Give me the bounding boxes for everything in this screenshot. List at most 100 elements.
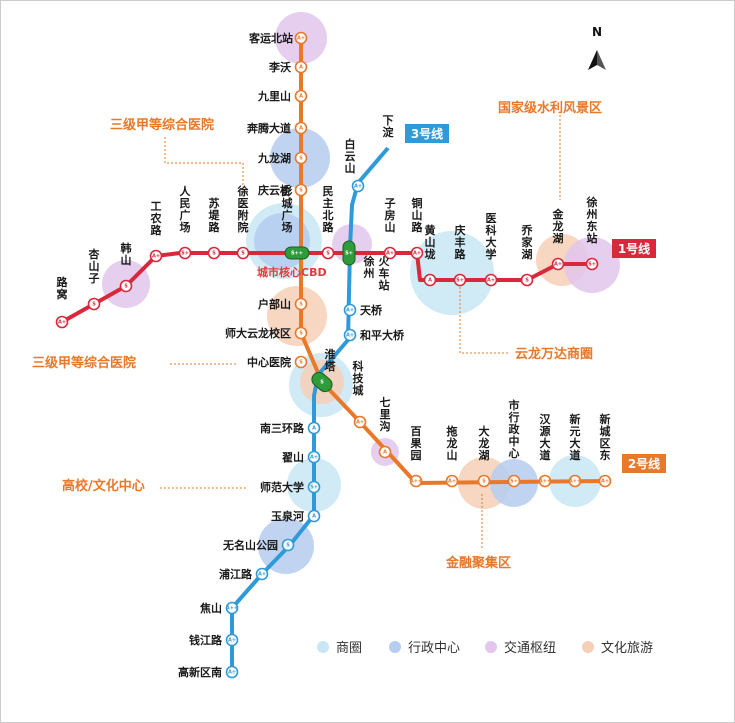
station-marker[interactable] [255,567,269,581]
interchange-marker[interactable] [309,370,335,395]
station-marker[interactable] [294,183,308,197]
station-kjc[interactable]: A+ [353,415,367,429]
station-sd[interactable]: S [294,326,308,340]
station-hbs[interactable]: S [294,297,308,311]
station-xsz[interactable]: S [87,297,101,311]
station-marker[interactable] [281,538,295,552]
station-marker[interactable] [294,326,308,340]
station-mzbl[interactable]: S [321,246,335,260]
station-marker[interactable] [294,297,308,311]
station-marker[interactable] [445,474,459,488]
station-wmsgy[interactable]: S [281,538,295,552]
station-marker[interactable] [409,474,423,488]
station-gxqn[interactable]: A+ [225,665,239,679]
station-qlg[interactable]: A [378,445,392,459]
station-jlh2[interactable]: A+ [551,257,565,271]
station-dlh[interactable]: S [477,474,491,488]
station-marker[interactable] [378,445,392,459]
station-marker[interactable] [307,509,321,523]
station-marker[interactable] [178,246,192,260]
station-marker[interactable] [423,273,437,287]
station-xzdz[interactable]: S+ [585,257,599,271]
station-marker[interactable] [551,257,565,271]
station-zs[interactable]: A+ [307,450,321,464]
station-qjl[interactable]: A+ [225,633,239,647]
station-yqh[interactable]: A [307,509,321,523]
station-jiaos[interactable]: A++ [225,601,239,615]
station-marker[interactable] [207,246,221,260]
interchange-marker[interactable] [284,246,310,260]
station-tsl[interactable]: A+ [410,246,424,260]
station-sdl[interactable]: S [207,246,221,260]
station-hsl[interactable]: A [423,273,437,287]
station-bys[interactable]: A+ [351,179,365,193]
station-marker[interactable] [383,246,397,260]
legend-swatch-shopping [317,641,329,653]
interchange-ps[interactable]: S++ [284,246,310,260]
station-marker[interactable] [520,273,534,287]
station-marker[interactable] [55,315,69,329]
station-marker[interactable] [294,151,308,165]
station-marker[interactable] [225,633,239,647]
station-marker[interactable] [225,665,239,679]
station-marker[interactable] [294,31,308,45]
station-marker[interactable] [307,450,321,464]
station-sxzzx[interactable]: S+ [507,474,521,488]
station-tq[interactable]: A+ [343,303,357,317]
station-lw1[interactable]: A+ [55,315,69,329]
zone-halo-shopping [410,231,494,315]
station-tls[interactable]: A+ [445,474,459,488]
station-bgy[interactable]: A++ [409,474,423,488]
station-marker[interactable] [598,474,612,488]
station-hydd[interactable]: A++ [538,474,552,488]
station-marker[interactable] [294,89,308,103]
station-lw[interactable]: A [294,60,308,74]
station-marker[interactable] [484,273,498,287]
station-marker[interactable] [538,474,552,488]
station-kyb[interactable]: A+ [294,31,308,45]
station-marker[interactable] [294,60,308,74]
station-gnl[interactable]: A+ [149,249,163,263]
station-hpdq[interactable]: A+ [343,328,357,342]
station-marker[interactable] [307,421,321,435]
station-pjl[interactable]: A+ [255,567,269,581]
station-marker[interactable] [507,474,521,488]
station-btdd[interactable]: A [294,121,308,135]
station-qfl[interactable]: S+ [453,273,467,287]
station-marker[interactable] [343,303,357,317]
station-marker[interactable] [353,415,367,429]
station-marker[interactable] [410,246,424,260]
station-ykdx[interactable]: A+ [484,273,498,287]
station-zfs[interactable]: A+ [383,246,397,260]
station-xyfy[interactable]: S [236,246,250,260]
station-marker[interactable] [87,297,101,311]
station-rmgc[interactable]: S+ [178,246,192,260]
station-marker[interactable] [236,246,250,260]
station-xydd[interactable]: A++ [568,474,582,488]
interchange-xzhcz[interactable]: S+ [342,240,356,266]
interchange-ht[interactable]: S [309,370,335,395]
station-marker[interactable] [294,355,308,369]
station-nsh[interactable]: A [307,421,321,435]
station-marker[interactable] [149,249,163,263]
station-marker[interactable] [294,121,308,135]
station-marker[interactable] [119,279,133,293]
station-marker[interactable] [351,179,365,193]
station-marker[interactable] [321,246,335,260]
station-zxyy[interactable]: S [294,355,308,369]
station-marker[interactable] [307,480,321,494]
station-marker[interactable] [568,474,582,488]
station-marker[interactable] [477,474,491,488]
station-sfdx[interactable]: S+ [307,480,321,494]
station-marker[interactable] [343,328,357,342]
station-qjh[interactable]: S [520,273,534,287]
station-hs[interactable]: S [119,279,133,293]
station-xcqd[interactable]: A+ [598,474,612,488]
station-jlh[interactable]: S [294,151,308,165]
station-qyq[interactable]: S [294,183,308,197]
station-marker[interactable] [453,273,467,287]
station-jls[interactable]: A [294,89,308,103]
station-marker[interactable] [585,257,599,271]
interchange-marker[interactable] [342,240,356,266]
station-marker[interactable] [225,601,239,615]
